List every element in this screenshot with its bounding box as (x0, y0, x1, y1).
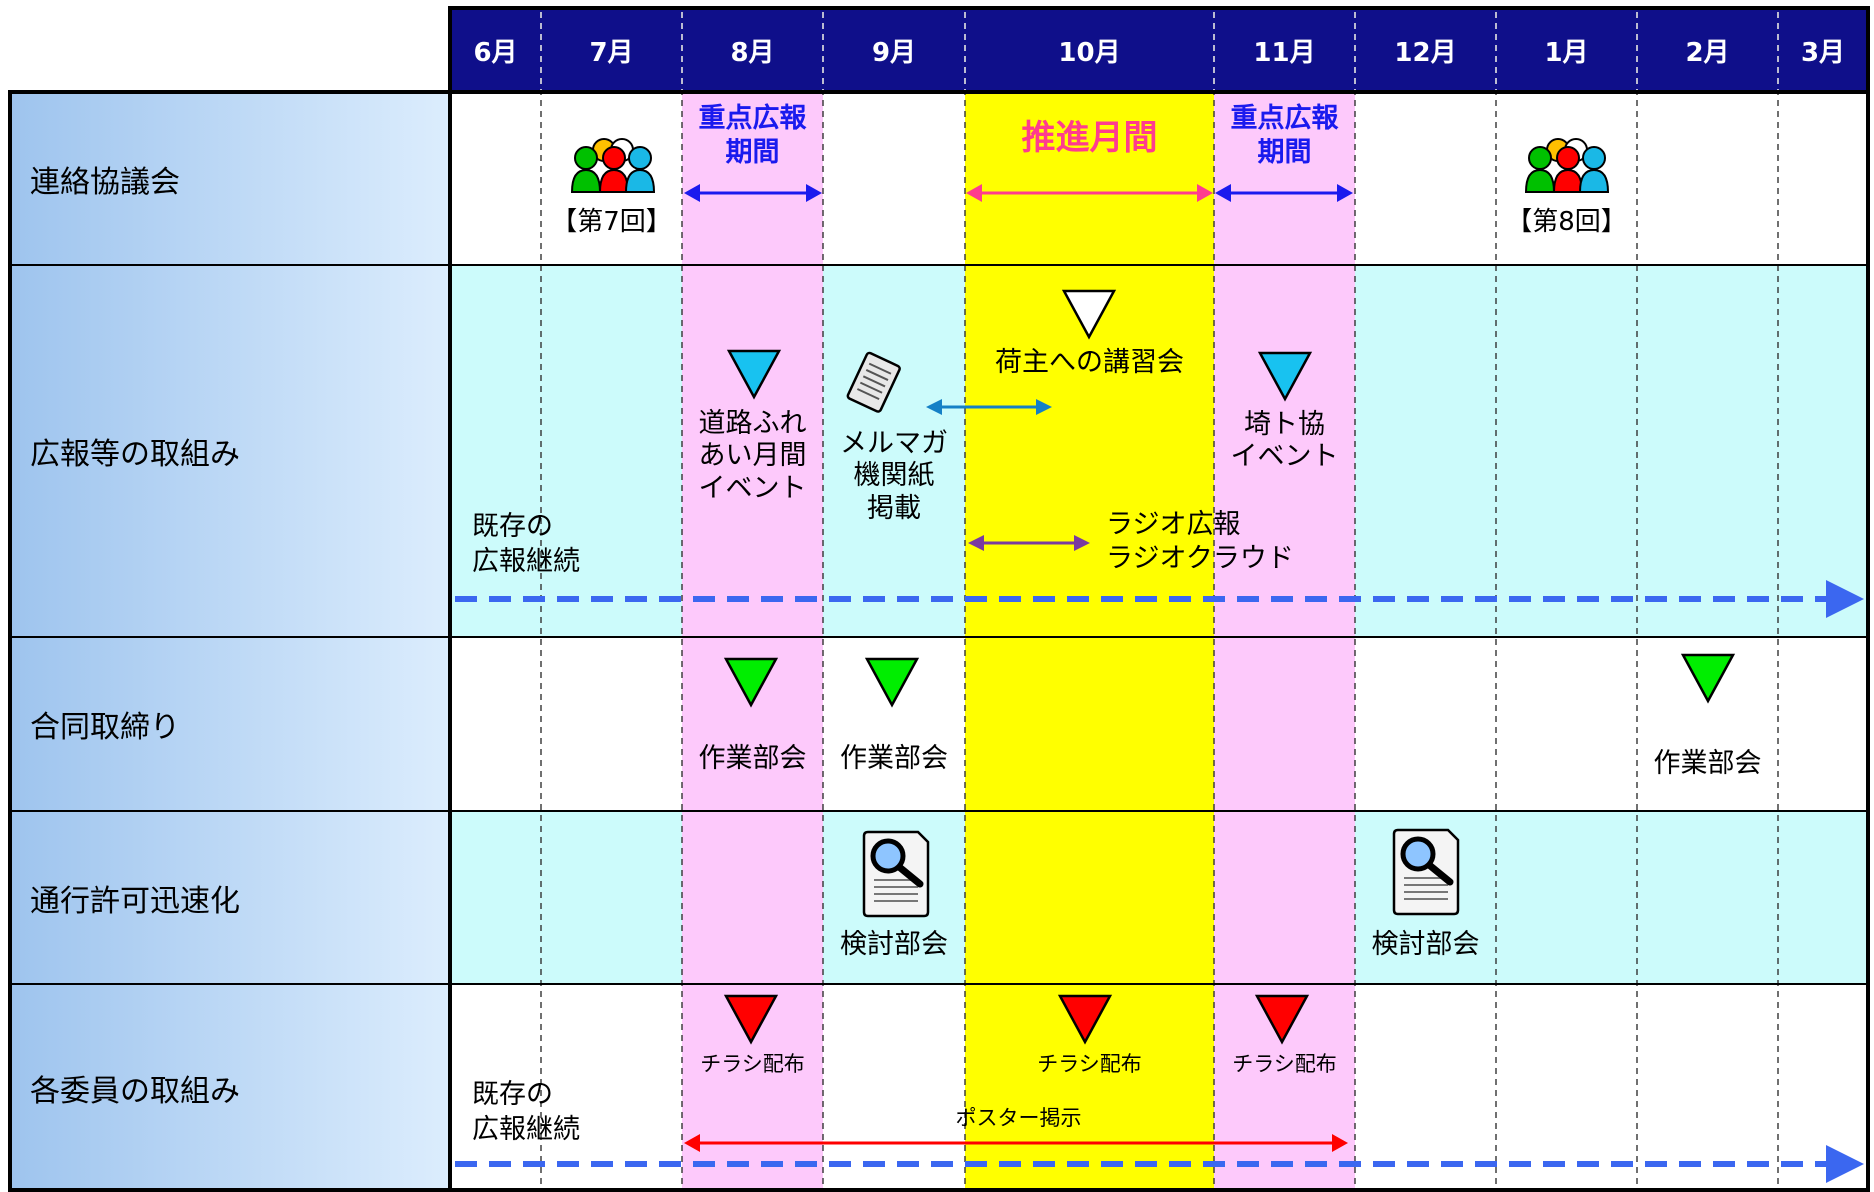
existing-pr-arrow (455, 580, 1864, 618)
down-triangle-icon (1061, 289, 1117, 340)
wg-label-sep: 作業部会 (840, 743, 948, 774)
down-triangle-icon (1057, 994, 1113, 1045)
row-label-members: 各委員の取組み (30, 1074, 240, 1109)
mailmag-label: メルマガ 機関紙 掲載 (840, 428, 948, 524)
people-group-icon (1524, 138, 1610, 193)
month-jan: 1月 (1544, 37, 1589, 68)
mailmag-arrow (926, 399, 1052, 415)
row-label-permit: 通行許可迅速化 (30, 883, 240, 919)
month-oct: 10月 (1058, 37, 1121, 68)
wg-label-aug: 作業部会 (698, 743, 807, 774)
wg-label-feb: 作業部会 (1653, 748, 1762, 779)
row-borders (10, 264, 1868, 985)
month-header-bar (450, 8, 1868, 92)
road-event-label: 道路ふれ あい月間 イベント (698, 408, 807, 504)
radio-label: ラジオ広報 ラジオクラウド (1106, 509, 1294, 574)
poster-label: ポスター掲示 (955, 1106, 1082, 1130)
poster-arrow (684, 1134, 1348, 1152)
review-label-sep: 検討部会 (840, 929, 948, 960)
review-label-dec: 検討部会 (1371, 929, 1480, 960)
meeting-7-label: 【第7回】 (551, 207, 672, 237)
down-triangle-icon (1254, 994, 1310, 1045)
header-separators (540, 12, 1779, 90)
down-triangle-icon (1680, 653, 1736, 704)
flyer-label-nov: チラシ配布 (1232, 1052, 1337, 1076)
row-label-joint: 合同取締り (30, 710, 180, 745)
month-jun: 6月 (473, 37, 518, 68)
month-nov: 11月 (1253, 37, 1316, 68)
existing-members-arrow (455, 1145, 1864, 1183)
shipper-seminar-label: 荷主への講習会 (995, 347, 1184, 378)
down-triangle-icon (1257, 351, 1313, 402)
focus-period-aug-arrow (684, 184, 822, 202)
promo-month-label: 推進月間 (1021, 118, 1158, 158)
flyer-label-oct: チラシ配布 (1037, 1052, 1142, 1076)
month-feb: 2月 (1685, 37, 1730, 68)
month-sep: 9月 (871, 37, 917, 68)
focus-period-label-nov: 重点広報 期間 (1230, 103, 1339, 168)
row-label-council: 連絡協議会 (30, 164, 180, 200)
saitoku-event-label: 埼ト協 イベント (1230, 409, 1339, 473)
radio-arrow (968, 535, 1090, 551)
existing-pr-label: 既存の 広報継続 (472, 511, 580, 577)
down-triangle-icon (864, 657, 920, 708)
existing-members-label: 既存の 広報継続 (472, 1079, 580, 1145)
focus-period-nov-arrow (1215, 184, 1353, 202)
label-column-bg (10, 92, 450, 1192)
month-jul: 7月 (589, 37, 634, 68)
flyer-label-aug: チラシ配布 (700, 1052, 805, 1076)
promo-month-arrow (966, 184, 1213, 202)
row-label-pr: 広報等の取組み (30, 437, 240, 472)
month-mar: 3月 (1800, 37, 1846, 68)
magnifier-document-icon (1392, 828, 1460, 916)
magnifier-document-icon (862, 830, 930, 918)
month-aug: 8月 (730, 37, 775, 68)
people-group-icon (570, 138, 656, 193)
down-triangle-icon (726, 349, 782, 400)
month-separators (540, 12, 1779, 1192)
down-triangle-icon (723, 994, 779, 1045)
down-triangle-icon (723, 657, 779, 708)
newspaper-icon (846, 351, 901, 413)
focus-period-label-aug: 重点広報 期間 (698, 103, 807, 168)
month-dec: 12月 (1394, 37, 1457, 68)
meeting-8-label: 【第8回】 (1506, 207, 1627, 237)
